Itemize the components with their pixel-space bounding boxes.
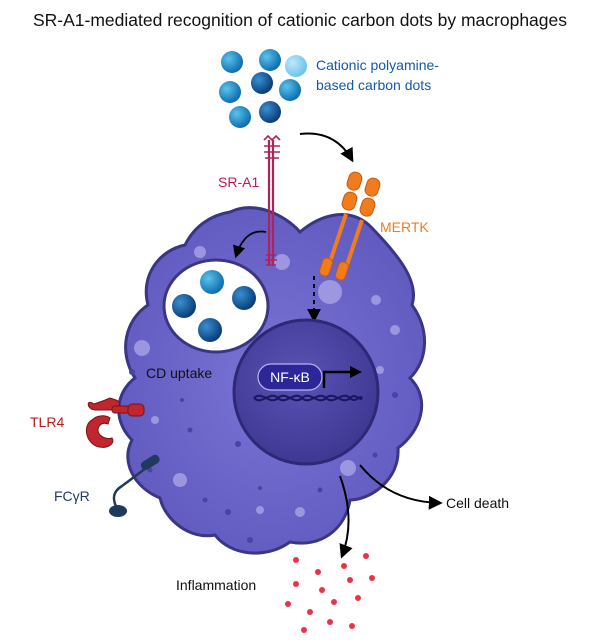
sr-a1-to-endosome-arrow (233, 230, 267, 259)
carbon-dot (279, 79, 301, 101)
inflammation-label: Inflammation (176, 577, 256, 593)
sr-a1-receptor (263, 134, 281, 266)
carbon-dots-cluster (219, 49, 307, 128)
tlr4-receptor (86, 397, 145, 448)
cytoplasm-vesicles (134, 246, 400, 517)
carbon-dots-label-line2: based carbon dots (316, 77, 431, 93)
nf-kb-label: NF-κB (270, 369, 310, 385)
dots-to-mertk-arrow (299, 132, 354, 163)
inflammation-arrow (339, 475, 353, 559)
carbon-dot (251, 72, 273, 94)
transcription-arrow (322, 370, 352, 388)
carbon-dot (221, 51, 243, 73)
fcyr-receptor (109, 454, 160, 517)
cell-death-label: Cell death (446, 495, 509, 511)
carbon-dots-label-line1: Cationic polyamine- (316, 57, 439, 73)
sr-a1-label: SR-A1 (218, 174, 259, 190)
carbon-dot (232, 286, 256, 310)
inflammatory-particles (285, 553, 375, 633)
endosome-vesicle (162, 258, 270, 354)
carbon-dot (200, 270, 224, 294)
carbon-dot (229, 106, 251, 128)
mertk-receptor (319, 171, 381, 281)
nucleus (232, 318, 380, 466)
fcyr-label: FCγR (54, 488, 90, 504)
carbon-dot (219, 81, 241, 103)
carbon-dot (285, 55, 307, 77)
carbon-dot (259, 49, 281, 71)
carbon-dot (172, 294, 196, 318)
tlr4-label: TLR4 (30, 414, 64, 430)
nf-kb-box (257, 363, 323, 391)
dna-helix (253, 394, 363, 402)
mertk-label: MERTK (380, 219, 429, 235)
cell-death-arrow (359, 464, 443, 510)
transcription-arrow-head (350, 366, 362, 378)
carbon-dot (259, 101, 281, 123)
cytoplasm-granules (129, 369, 398, 543)
carbon-dot (198, 318, 222, 342)
internalized-carbon-dots (172, 270, 256, 342)
diagram-title: SR-A1-mediated recognition of cationic c… (33, 10, 567, 30)
cd-uptake-label: CD uptake (146, 365, 212, 381)
